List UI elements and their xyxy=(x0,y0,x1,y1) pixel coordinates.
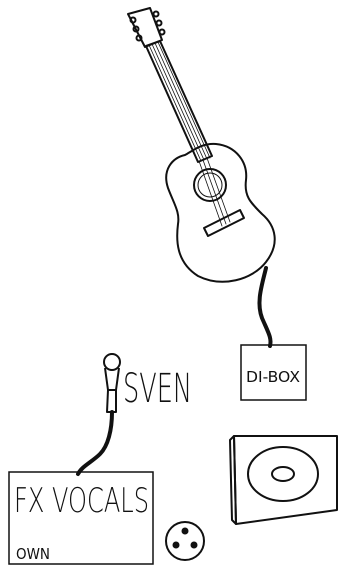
microphone-icon xyxy=(104,354,120,412)
di-box-label: DI-BOX xyxy=(246,368,300,386)
xlr-connector-icon xyxy=(166,522,204,560)
mic-cable xyxy=(78,412,112,474)
fx-vocals-title: FX VOCALS xyxy=(14,481,149,521)
stage-monitor-speaker-icon xyxy=(230,436,337,524)
acoustic-guitar-icon xyxy=(128,8,275,282)
fx-vocals-box: FX VOCALS OWN xyxy=(9,472,153,564)
guitar-cable xyxy=(259,268,270,346)
performer-name: SVEN xyxy=(123,366,192,412)
fx-vocals-owner: OWN xyxy=(16,545,50,563)
di-box: DI-BOX xyxy=(241,345,306,400)
